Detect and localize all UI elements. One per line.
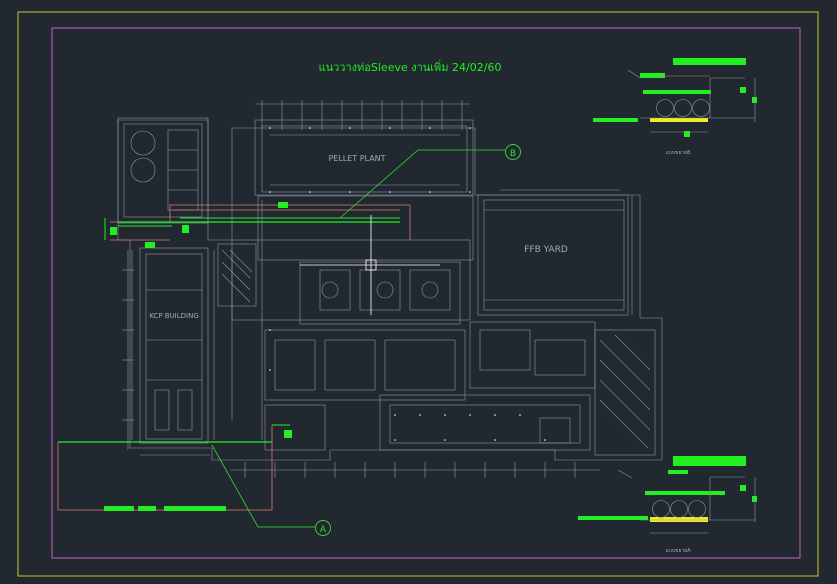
marker-b[interactable]: B: [339, 144, 521, 219]
sleeve-route: [57, 204, 411, 511]
marker-a-label: A: [320, 525, 327, 535]
inner-frame: [51, 27, 801, 559]
section-detail-a: แบบขยายA: [578, 456, 757, 554]
drawing-title: แนววางท่อSleeve งานเพิ่ม 24/02/60: [319, 59, 502, 74]
area-label-kcp-building: KCP BUILDING: [149, 312, 199, 320]
area-label-ffb-yard: FFB YARD: [524, 245, 568, 255]
outer-frame: [17, 11, 819, 577]
sleeve-highlights: [58, 202, 400, 511]
marker-a[interactable]: A: [211, 444, 331, 536]
top-column-grid: [255, 100, 470, 130]
section-b-caption: แบบขยายB: [665, 150, 691, 156]
crosshair-cursor: [300, 215, 440, 315]
section-detail-b: แบบขยายB: [593, 58, 757, 156]
marker-b-label: B: [510, 149, 516, 159]
plan-linework: [117, 100, 663, 478]
area-label-pellet-plant: PELLET PLANT: [328, 154, 385, 163]
section-a-caption: แบบขยายA: [665, 548, 691, 554]
grid-dots: [269, 127, 546, 441]
